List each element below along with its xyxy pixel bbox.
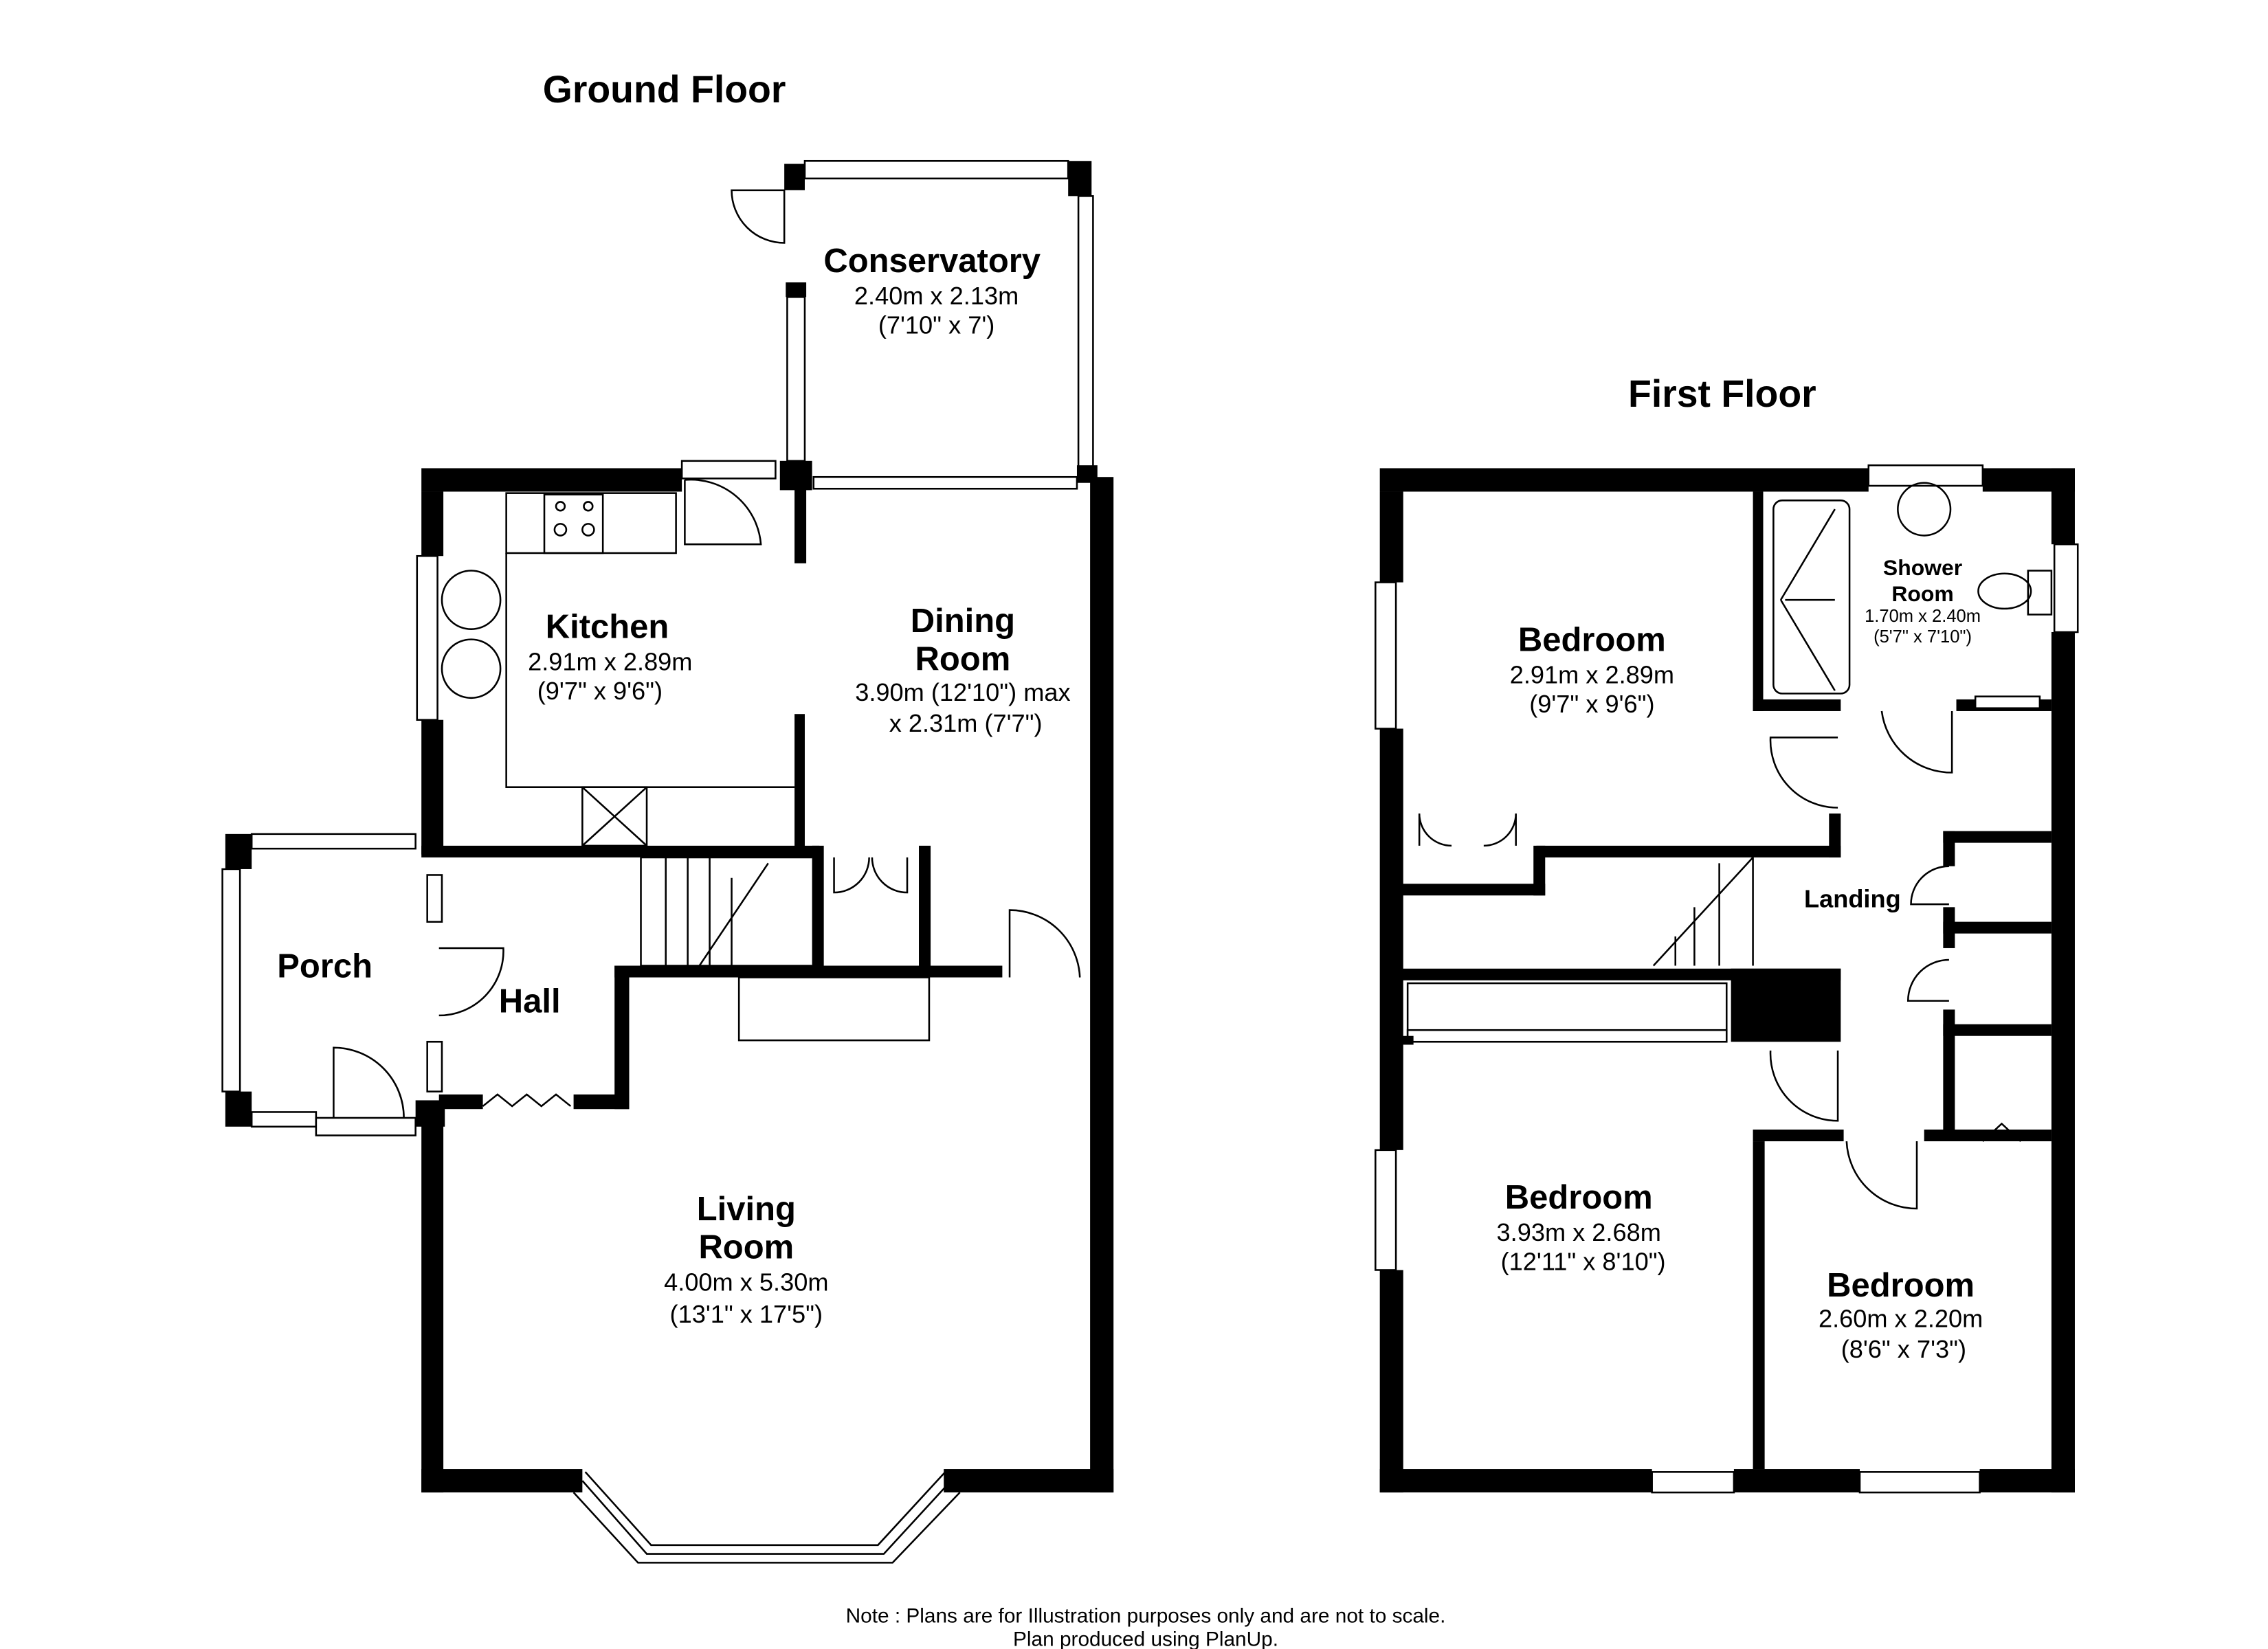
living-room-imperial: (13'1" x 17'5") [670,1300,823,1328]
porch-label: Porch [277,948,373,985]
living-room-walls [421,1469,1114,1564]
shower-room-label-2: Room [1891,581,1953,606]
dining-room-metric: 3.90m (12'10") max [855,678,1070,706]
hall-label: Hall [499,983,561,1020]
disclaimer-note: Note : Plans are for Illustration purpos… [846,1605,1446,1628]
dining-room-label-2: Room [915,640,1011,677]
dining-room-imperial: x 2.31m (7'7") [889,709,1043,737]
kitchen-metric: 2.91m x 2.89m [528,647,692,675]
first-floor-title: First Floor [1628,372,1816,415]
bedroom-3-imperial: (8'6" x 7'3") [1841,1335,1966,1363]
porch-hall-walls [221,833,1081,1493]
planup-credit: Plan produced using PlanUp. [1013,1628,1278,1649]
bedroom-1-metric: 2.91m x 2.89m [1510,660,1674,688]
kitchen-label: Kitchen [546,608,669,645]
first-floor-walls [1375,464,2079,1494]
dining-room-label-1: Dining [911,603,1015,640]
living-room-label-1: Living [697,1191,796,1228]
conservatory-metric: 2.40m x 2.13m [854,282,1019,310]
conservatory-label: Conservatory [823,243,1041,280]
ground-floor-title: Ground Floor [543,68,786,111]
bedroom-1-label: Bedroom [1518,622,1666,659]
bedroom-2-imperial: (12'11" x 8'10") [1501,1247,1666,1275]
bedroom-2-metric: 3.93m x 2.68m [1497,1218,1661,1246]
living-room-metric: 4.00m x 5.30m [664,1268,828,1296]
living-room-label-2: Room [698,1229,794,1266]
ground-floor-plan: Ground Floor Conservatory 2.40m x 2.13m … [221,68,1114,1564]
bedroom-3-label: Bedroom [1827,1267,1975,1304]
landing-label: Landing [1804,884,1901,912]
shower-room-imperial: (5'7" x 7'10") [1874,627,1972,647]
shower-room-label-1: Shower [1883,555,1962,580]
bedroom-3-metric: 2.60m x 2.20m [1819,1304,1983,1332]
first-floor-plan: First Floor Bedroom 2.91m x 2.89m (9'7" … [1375,372,2079,1494]
shower-room-metric: 1.70m x 2.40m [1865,607,1981,626]
kitchen-dining-walls [416,460,1114,1493]
bedroom-1-imperial: (9'7" x 9'6") [1529,690,1654,718]
conservatory-walls [731,159,1098,491]
conservatory-imperial: (7'10" x 7') [878,311,994,339]
kitchen-imperial: (9'7" x 9'6") [537,677,663,705]
bedroom-2-label: Bedroom [1505,1179,1653,1216]
